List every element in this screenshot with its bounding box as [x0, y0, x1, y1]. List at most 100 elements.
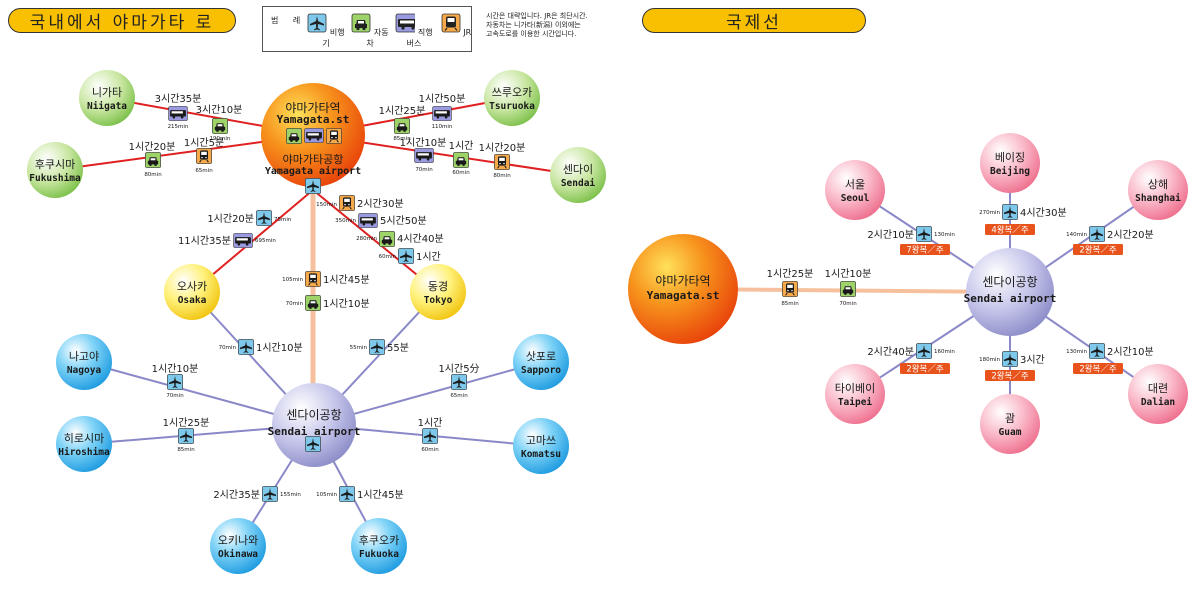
note-line: 시간은 대략입니다. JR은 최단시간.	[486, 12, 588, 20]
city-circle	[79, 70, 135, 126]
airplane-icon	[916, 226, 932, 242]
car-icon	[286, 128, 302, 144]
route-minutes: 70min	[166, 393, 184, 399]
city-name-en: Nagoya	[67, 365, 102, 376]
route-minutes: 180min	[979, 357, 1000, 363]
route-time: 1시간5分	[438, 363, 479, 375]
route-time: 1시간20분	[207, 213, 254, 225]
route-minutes: 155min	[280, 492, 301, 498]
frequency-text: 4왕복／주	[991, 226, 1029, 236]
city-shanghai: 상해 Shanghai	[1128, 160, 1188, 220]
car-icon	[145, 152, 161, 168]
train-icon	[441, 13, 461, 33]
city-name-en: Shanghai	[1135, 193, 1181, 204]
city-name-ko: 센다이공항	[286, 408, 341, 422]
city-circle	[825, 364, 885, 424]
route-time: 2시간40분	[867, 346, 914, 358]
route-time: 3시간35분	[155, 93, 202, 105]
legend-title: 범 례	[271, 16, 307, 25]
city-circle	[272, 383, 356, 467]
bus-icon	[168, 106, 188, 121]
city-name-en: Yamagata.st	[277, 113, 350, 126]
airplane-icon	[307, 13, 327, 33]
bus-icon	[233, 233, 253, 248]
route-time: 1시간	[418, 417, 443, 429]
route-time: 1시간25분	[163, 417, 210, 429]
route-minutes: 280min	[356, 236, 377, 242]
route-time: 1시간25분	[379, 105, 426, 117]
airplane-icon	[398, 248, 414, 264]
city-name-ko: 베이징	[995, 151, 1025, 164]
city-name-en: Hiroshima	[58, 447, 110, 458]
route-minutes: 80min	[144, 172, 162, 178]
city-name-en: Niigata	[87, 101, 127, 112]
city-circle	[966, 248, 1054, 336]
city-circle	[484, 70, 540, 126]
note-line: 자동차는 니가타(新潟) 이외에는	[486, 21, 581, 29]
bus-icon	[432, 106, 452, 121]
city-name-ko: 상해	[1148, 177, 1168, 191]
city-name-en: Sendai airport	[268, 425, 361, 438]
airplane-icon	[451, 374, 467, 390]
legend-label: JR	[463, 28, 472, 37]
international-banner: 국제선	[642, 8, 866, 33]
route-minutes: 60min	[379, 254, 397, 260]
route-minutes: 215min	[168, 124, 189, 130]
airport-name-ko: 야마가타공항	[283, 153, 344, 166]
city-name-ko: 야마가타역	[285, 101, 340, 115]
car-icon	[840, 281, 856, 297]
route-time: 1시간10분	[256, 342, 303, 354]
city-name-en: Fukuoka	[359, 549, 399, 560]
airplane-icon	[167, 374, 183, 390]
domestic-banner: 국내에서 야마가타 로	[8, 8, 236, 33]
car-icon	[305, 295, 321, 311]
route-time: 2시간35분	[213, 489, 260, 501]
route-minutes: 85min	[177, 447, 195, 453]
route-minutes: 110min	[432, 124, 453, 130]
airplane-icon	[1089, 343, 1105, 359]
route-minutes: 65min	[195, 168, 213, 174]
route-minutes: 130min	[934, 232, 955, 238]
route-minutes: 65min	[450, 393, 468, 399]
frequency-text: 2왕복／주	[906, 365, 944, 375]
city-name-en: Fukushima	[29, 173, 81, 184]
route-minutes: 150min	[316, 202, 337, 208]
city-name-en: Tokyo	[424, 295, 453, 306]
car-icon	[212, 118, 228, 134]
legend-bus: 직행 버스	[393, 13, 435, 49]
car-icon	[453, 152, 469, 168]
route-minutes: 190min	[210, 136, 231, 142]
city-name-en: Sapporo	[521, 365, 561, 376]
city-name-ko: 오키나와	[218, 534, 258, 547]
frequency-text: 2왕복／주	[1079, 365, 1117, 375]
legend-car: 자동차	[349, 13, 391, 49]
frequency-text: 7왕복／주	[906, 246, 944, 256]
city-name-ko: 센다이	[563, 163, 593, 176]
route-minutes: 70min	[286, 301, 304, 307]
frequency-tag	[1073, 363, 1123, 374]
city-circle	[410, 264, 466, 320]
city-name-en: Dalian	[1141, 397, 1175, 408]
